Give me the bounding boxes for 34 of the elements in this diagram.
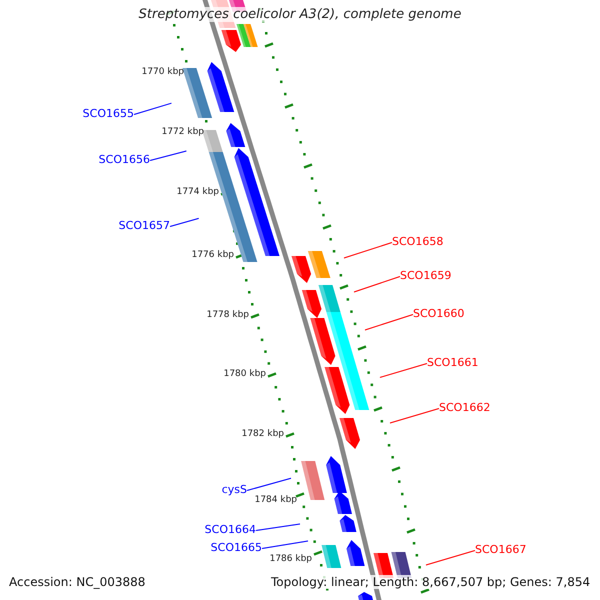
scale-label: 1782 kbp bbox=[242, 430, 284, 439]
leader-line bbox=[390, 408, 440, 424]
gene-label: cysS bbox=[222, 484, 247, 495]
gene-label: SCO1664 bbox=[204, 524, 256, 535]
scale-label: 1784 kbp bbox=[254, 496, 297, 505]
gene-label: SCO1656 bbox=[98, 154, 150, 165]
leader-line bbox=[426, 550, 476, 566]
gene-label: SCO1665 bbox=[210, 542, 262, 553]
leader-line bbox=[170, 218, 200, 227]
gene-label: SCO1661 bbox=[427, 357, 478, 368]
scale-label: 1786 kbp bbox=[270, 555, 312, 564]
scale-label: 1774 kbp bbox=[176, 188, 219, 197]
gene-label: SCO1667 bbox=[475, 544, 526, 555]
leader-line bbox=[150, 150, 187, 161]
scale-label: 1778 kbp bbox=[206, 311, 249, 320]
leader-line bbox=[256, 524, 300, 531]
leader-line bbox=[246, 478, 292, 491]
scale-label: 1780 kbp bbox=[224, 370, 266, 379]
leader-line bbox=[134, 102, 172, 115]
leader-line bbox=[344, 242, 392, 258]
gene-label: SCO1657 bbox=[118, 220, 170, 231]
leader-line bbox=[364, 314, 414, 330]
scale-label: 1770 kbp bbox=[142, 68, 184, 77]
gene-label: SCO1662 bbox=[439, 402, 490, 413]
gene-label: SCO1658 bbox=[392, 236, 444, 247]
leader-line bbox=[354, 276, 400, 292]
leader-line bbox=[379, 363, 428, 378]
scale-label: 1772 kbp bbox=[162, 128, 204, 137]
scale-label: 1776 kbp bbox=[192, 251, 234, 260]
leader-line bbox=[262, 540, 308, 549]
gene-label: SCO1659 bbox=[400, 270, 452, 281]
gene-label: SCO1655 bbox=[82, 108, 134, 119]
footer-text: Accession: NC_003888 bbox=[9, 575, 146, 589]
gene-label: SCO1660 bbox=[413, 308, 464, 319]
